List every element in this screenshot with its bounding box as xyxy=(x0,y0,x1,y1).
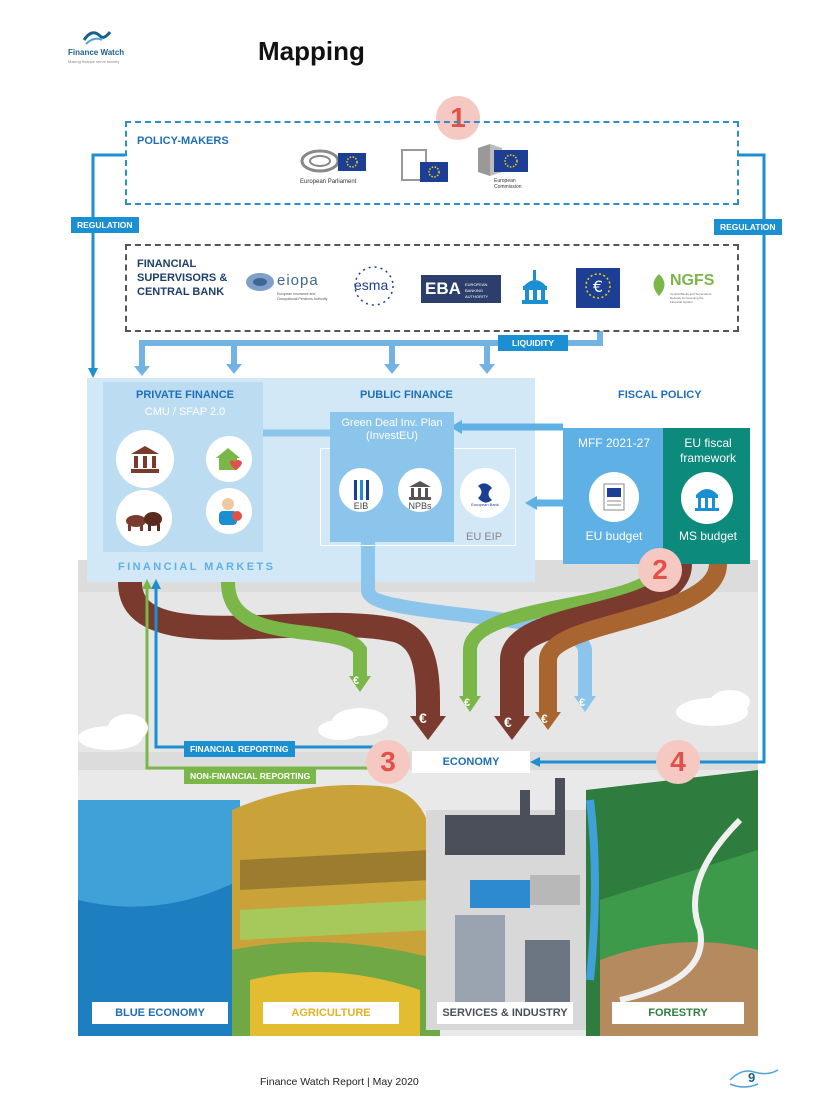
policy-makers-label: POLICY-MAKERS xyxy=(137,135,229,147)
european-parliament-logo: European Parliament xyxy=(300,145,370,190)
ngfs-text: NGFS xyxy=(670,272,715,289)
central-bank-building-icon xyxy=(520,270,550,306)
financial-reporting-line xyxy=(154,585,390,749)
eiopa-globe-icon xyxy=(246,273,274,291)
marker-3: 3 xyxy=(366,740,410,784)
page-number-badge: 9 xyxy=(728,1066,780,1092)
bull-bear-icon xyxy=(116,490,172,546)
euro-public-blue: € xyxy=(579,697,586,709)
eu-eip-label: EU EIP xyxy=(466,531,503,543)
euro-private-brown: € xyxy=(419,710,427,726)
economy-arrowhead xyxy=(530,757,540,767)
leaf-icon xyxy=(653,274,665,296)
eba-subtext: EUROPEAN BANKING AUTHORITY xyxy=(465,282,489,299)
euro-fiscal-orange: € xyxy=(541,712,548,726)
eu-budget-icon xyxy=(589,472,639,522)
private-flow-green xyxy=(221,581,367,680)
person-icon xyxy=(206,488,252,534)
footer-text: Finance Watch Report | May 2020 xyxy=(260,1076,419,1088)
eba-logo: EBA EUROPEAN BANKING AUTHORITY xyxy=(421,275,501,303)
sector-blue-economy: BLUE ECONOMY xyxy=(92,1002,228,1024)
supervisors-label: FINANCIAL SUPERVISORS & CENTRAL BANK xyxy=(137,258,228,298)
ecb-logo: € xyxy=(576,268,620,308)
council-logo xyxy=(400,148,450,186)
clouds xyxy=(78,690,750,750)
supervisors-box xyxy=(125,244,739,332)
eiopa-logo: eiopa European Insurance and Occupationa… xyxy=(244,270,334,306)
sector-forestry: FORESTRY xyxy=(612,1002,744,1024)
financial-markets-label: FINANCIAL MARKETS xyxy=(118,561,276,573)
finance-watch-logo: Finance Watch Making finance serve socie… xyxy=(68,26,128,66)
private-finance-title: PRIVATE FINANCE xyxy=(136,389,234,401)
liquidity-tag: LIQUIDITY xyxy=(498,335,569,351)
private-finance-subtitle: CMU / SFAP 2.0 xyxy=(144,406,226,418)
eu-budget-label: EU budget xyxy=(585,529,643,543)
eba-text: EBA xyxy=(425,279,461,298)
npbs-icon xyxy=(398,468,442,512)
regulation-left-tag: REGULATION xyxy=(71,217,139,233)
euro-private-green: € xyxy=(353,675,360,687)
financial-reporting-tag: FINANCIAL REPORTING xyxy=(184,741,295,757)
wave-logo-icon xyxy=(82,31,112,45)
sector-services-industry: SERVICES & INDUSTRY xyxy=(437,1002,573,1024)
supervisors-flow xyxy=(139,331,603,368)
marker-2: 2 xyxy=(638,548,682,592)
eib-icon xyxy=(339,468,383,512)
logo-tagline: Making finance serve society xyxy=(68,59,120,64)
non-financial-reporting-tag: NON-FINANCIAL REPORTING xyxy=(184,768,317,784)
svg-text:€: € xyxy=(593,277,603,296)
european-commission-caption: European Commission xyxy=(494,178,522,190)
mff-label: MFF 2021-27 xyxy=(577,436,651,450)
european-commission-logo: European Commission xyxy=(476,142,536,197)
policy-makers-box xyxy=(125,121,739,205)
green-deal-label: Green Deal Inv. Plan (InvestEU) xyxy=(341,417,443,442)
logo-name: Finance Watch xyxy=(68,48,125,57)
marker-4: 4 xyxy=(656,740,700,784)
economy-label: ECONOMY xyxy=(412,751,530,773)
eu-fiscal-label: EU fiscal framework xyxy=(679,436,736,465)
ngfs-logo: NGFS Central Banks and Supervisors Netwo… xyxy=(648,270,714,306)
european-bank-caption: European Bank xyxy=(471,502,499,507)
regulation-right-tag: REGULATION xyxy=(714,219,782,235)
public-finance-title: PUBLIC FINANCE xyxy=(360,389,453,401)
bank-icon xyxy=(116,430,174,488)
regulation-right-line xyxy=(540,153,766,764)
euro-fiscal-brown: € xyxy=(504,714,512,730)
esma-logo: esma xyxy=(346,262,402,310)
ms-budget-label: MS budget xyxy=(678,529,738,543)
marker-1: 1 xyxy=(436,96,480,140)
ms-budget-icon xyxy=(681,472,733,524)
ngfs-subtext: Central Banks and Supervisors Network fo… xyxy=(670,292,712,304)
fiscal-flow-orange xyxy=(539,562,727,716)
house-heart-icon xyxy=(206,436,252,482)
euro-fiscal-green: € xyxy=(464,697,471,709)
regulation-left-line xyxy=(91,153,125,370)
sector-agriculture: AGRICULTURE xyxy=(263,1002,399,1024)
regulation-left-arrowhead xyxy=(88,368,98,378)
european-bank-logo xyxy=(460,468,510,518)
european-parliament-caption: European Parliament xyxy=(300,179,357,185)
page-title: Mapping xyxy=(258,36,365,66)
eiopa-subtext: European Insurance and Occupational Pens… xyxy=(277,292,328,301)
esma-text: esma xyxy=(354,277,389,293)
eiopa-text: eiopa xyxy=(277,272,319,289)
eib-label: EIB xyxy=(353,501,369,511)
fiscal-policy-title: FISCAL POLICY xyxy=(618,389,702,401)
npbs-label: NPBs xyxy=(408,501,432,511)
page-number: 9 xyxy=(748,1070,756,1085)
